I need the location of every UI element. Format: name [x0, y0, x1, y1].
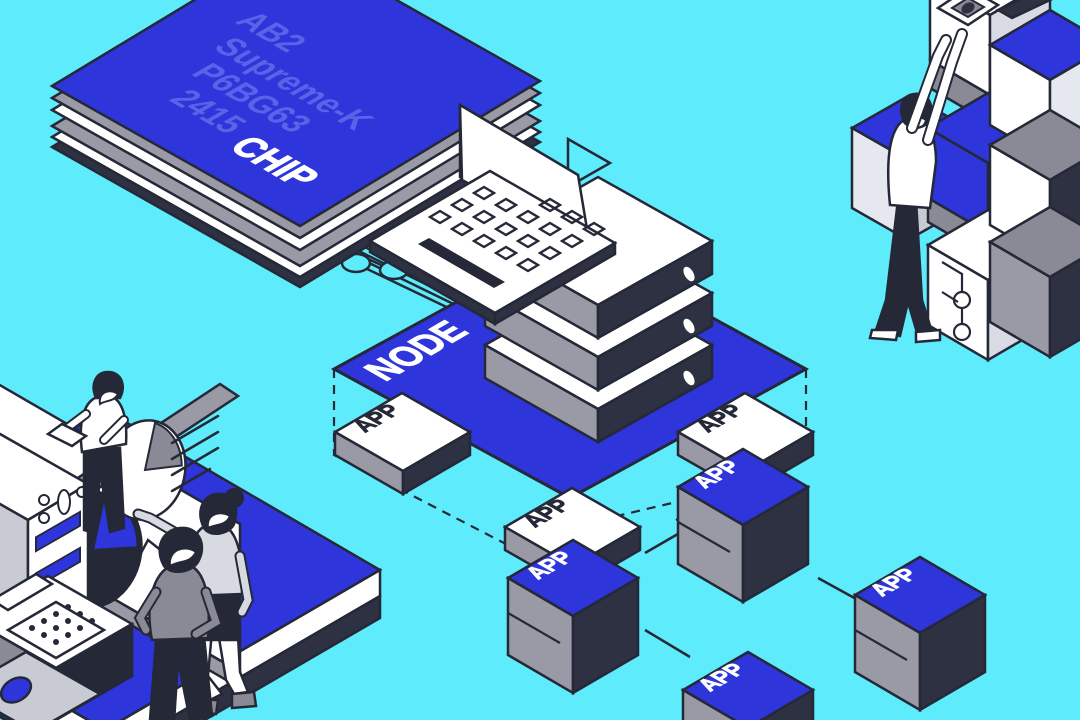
app-tile-left[interactable]: APP [332, 391, 473, 497]
terminal-keys [29, 604, 95, 645]
laptop-keys [427, 185, 607, 273]
cube-edge-detail [507, 612, 561, 644]
led-dot [683, 370, 695, 386]
led-dot [683, 266, 695, 282]
isometric-laptop [367, 102, 618, 327]
observer-legs [148, 634, 214, 720]
stack-handle [995, 0, 1053, 20]
app-cube-4[interactable]: APP [680, 650, 816, 720]
person-tablet [45, 370, 129, 536]
cube-right-face [741, 484, 810, 605]
tablet-device [45, 422, 89, 448]
chip-tile [935, 0, 1001, 27]
server-cube-stack [849, 0, 1080, 363]
observer-arm [135, 588, 160, 634]
laptop-base-edge-r [493, 240, 617, 327]
circuit-trace-icon [941, 261, 972, 342]
person-reaching [868, 28, 968, 344]
presenter-face [206, 512, 232, 530]
presenter-arm2 [236, 552, 252, 616]
led-dot [683, 318, 695, 334]
cube-right-face [571, 575, 640, 696]
tablet-person-arm2 [101, 417, 127, 443]
chip-top-face [49, 0, 543, 228]
cube-right-face [759, 687, 815, 720]
person-observer [133, 526, 223, 720]
cube-edge-detail [677, 521, 731, 553]
cube-edge-detail [854, 629, 908, 661]
terminal-desk[interactable] [0, 572, 135, 720]
app-cube-3[interactable]: APP [852, 555, 988, 713]
whiteboard-text-lines [170, 414, 220, 493]
presenter-shoe-r [230, 690, 258, 710]
person-legs [874, 198, 934, 338]
cube-right-face [918, 592, 987, 713]
app-cube-2[interactable]: APP [675, 447, 811, 605]
terminal-base-top [0, 650, 103, 720]
tablet-person-face [98, 390, 120, 406]
person-arm-l [908, 36, 950, 132]
chip-board: AB2 AB2 Supreme-K P6BG63 2415 CHIP [49, 0, 543, 328]
person-shoe-l [868, 328, 900, 342]
observer-arm2 [192, 588, 221, 638]
person-shoe-r [914, 328, 942, 344]
play-icon [566, 136, 613, 190]
app-tile-right-face [401, 429, 472, 497]
terminal-knob [0, 676, 33, 704]
stack-right-bot-right [1048, 258, 1080, 360]
cube-left-face [681, 687, 737, 720]
app-cube-1[interactable]: APP [505, 538, 641, 696]
presenter-bun [224, 488, 244, 508]
terminal-monitor [0, 572, 55, 612]
person-arm-r [924, 30, 966, 144]
tablet-person-legs [82, 446, 126, 536]
analytics-scene [0, 370, 383, 720]
observer-face [168, 547, 198, 568]
laptop-spacebar [418, 238, 505, 288]
